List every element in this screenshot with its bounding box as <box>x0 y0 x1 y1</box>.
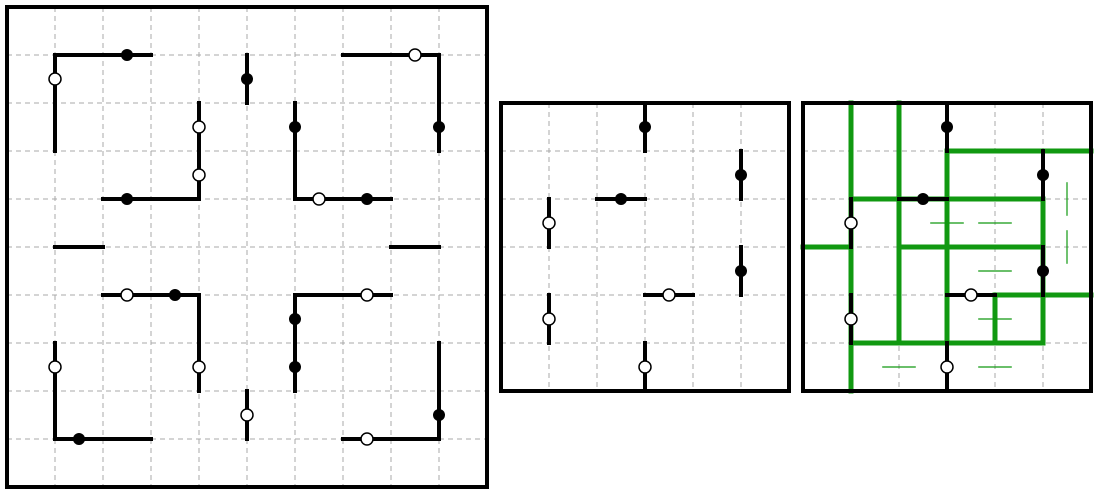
white-dot <box>408 48 422 62</box>
black-dot <box>735 169 747 181</box>
black-dot <box>289 121 301 133</box>
black-dot <box>941 121 953 133</box>
white-dot <box>940 360 954 374</box>
puzzle-panel-solution <box>800 100 1094 394</box>
white-dot <box>542 216 556 230</box>
white-dot <box>360 432 374 446</box>
white-dot <box>120 288 134 302</box>
black-dot <box>639 121 651 133</box>
white-dot <box>240 408 254 422</box>
white-dot <box>192 120 206 134</box>
puzzle-panel-large <box>5 5 489 489</box>
panel-border <box>499 101 791 393</box>
black-dot <box>121 193 133 205</box>
panel-border <box>5 5 489 489</box>
white-dot <box>844 312 858 326</box>
black-dot <box>289 361 301 373</box>
panel-border <box>801 101 1093 393</box>
black-dot <box>169 289 181 301</box>
white-dot <box>312 192 326 206</box>
black-dot <box>1037 169 1049 181</box>
white-dot <box>638 360 652 374</box>
white-dot <box>192 360 206 374</box>
black-dot <box>241 73 253 85</box>
black-dot <box>73 433 85 445</box>
white-dot <box>964 288 978 302</box>
white-dot <box>48 360 62 374</box>
black-dot <box>121 49 133 61</box>
white-dot <box>360 288 374 302</box>
white-dot <box>542 312 556 326</box>
white-dot <box>192 168 206 182</box>
black-dot <box>1037 265 1049 277</box>
black-dot <box>735 265 747 277</box>
white-dot <box>48 72 62 86</box>
black-dot <box>433 121 445 133</box>
black-dot <box>289 313 301 325</box>
black-dot <box>361 193 373 205</box>
white-dot <box>662 288 676 302</box>
white-dot <box>844 216 858 230</box>
puzzle-panel-small <box>499 101 791 393</box>
black-dot <box>615 193 627 205</box>
black-dot <box>917 193 929 205</box>
black-dot <box>433 409 445 421</box>
